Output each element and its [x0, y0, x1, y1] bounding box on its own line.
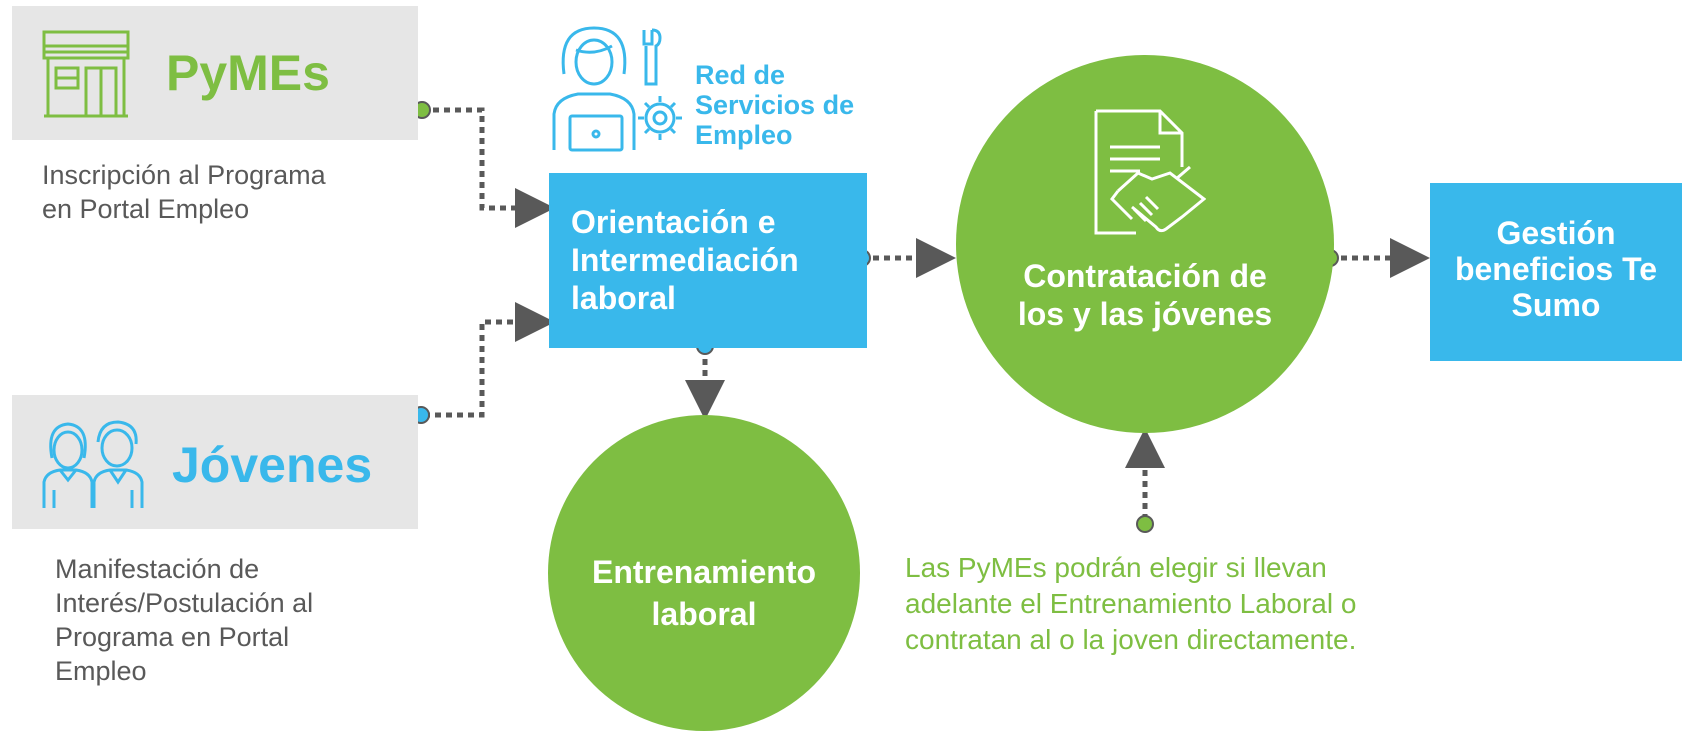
- entrenamiento-circle: Entrenamiento laboral: [548, 415, 860, 731]
- entrenamiento-label: Entrenamiento laboral: [591, 554, 817, 632]
- jovenes-title: Jóvenes: [172, 437, 373, 493]
- storefront-icon: [40, 28, 132, 120]
- red-servicios-label: Red de Servicios de Empleo: [695, 60, 855, 150]
- orientacion-label: Orientación e Intermediación laboral: [571, 204, 799, 316]
- orientacion-box: Orientación e Intermediación laboral: [549, 173, 867, 348]
- connector-pymes-to-orientacion: [400, 107, 555, 228]
- connector-jovenes-to-orientacion: [424, 302, 555, 418]
- pymes-description: Inscripción al Programa en Portal Empleo: [42, 160, 326, 224]
- connector-dot-note: [1136, 515, 1154, 533]
- employment-service-agent-icon: [548, 22, 684, 152]
- contratacion-label: Contratación de los y las jóvenes: [1017, 258, 1273, 332]
- decision-note: Las PyMEs podrán elegir si llevan adelan…: [905, 552, 1357, 655]
- contratacion-circle: Contratación de los y las jóvenes: [956, 55, 1334, 433]
- pymes-title: PyMEs: [166, 45, 330, 101]
- gestion-box: Gestión beneficios Te Sumo: [1430, 183, 1682, 361]
- pymes-header-box: [12, 6, 418, 140]
- contract-handshake-icon: [1086, 107, 1206, 239]
- gestion-label: Gestión beneficios Te Sumo: [1454, 215, 1658, 323]
- young-people-icon: [38, 418, 148, 510]
- jovenes-description: Manifestación de Interés/Postulación al …: [55, 554, 314, 686]
